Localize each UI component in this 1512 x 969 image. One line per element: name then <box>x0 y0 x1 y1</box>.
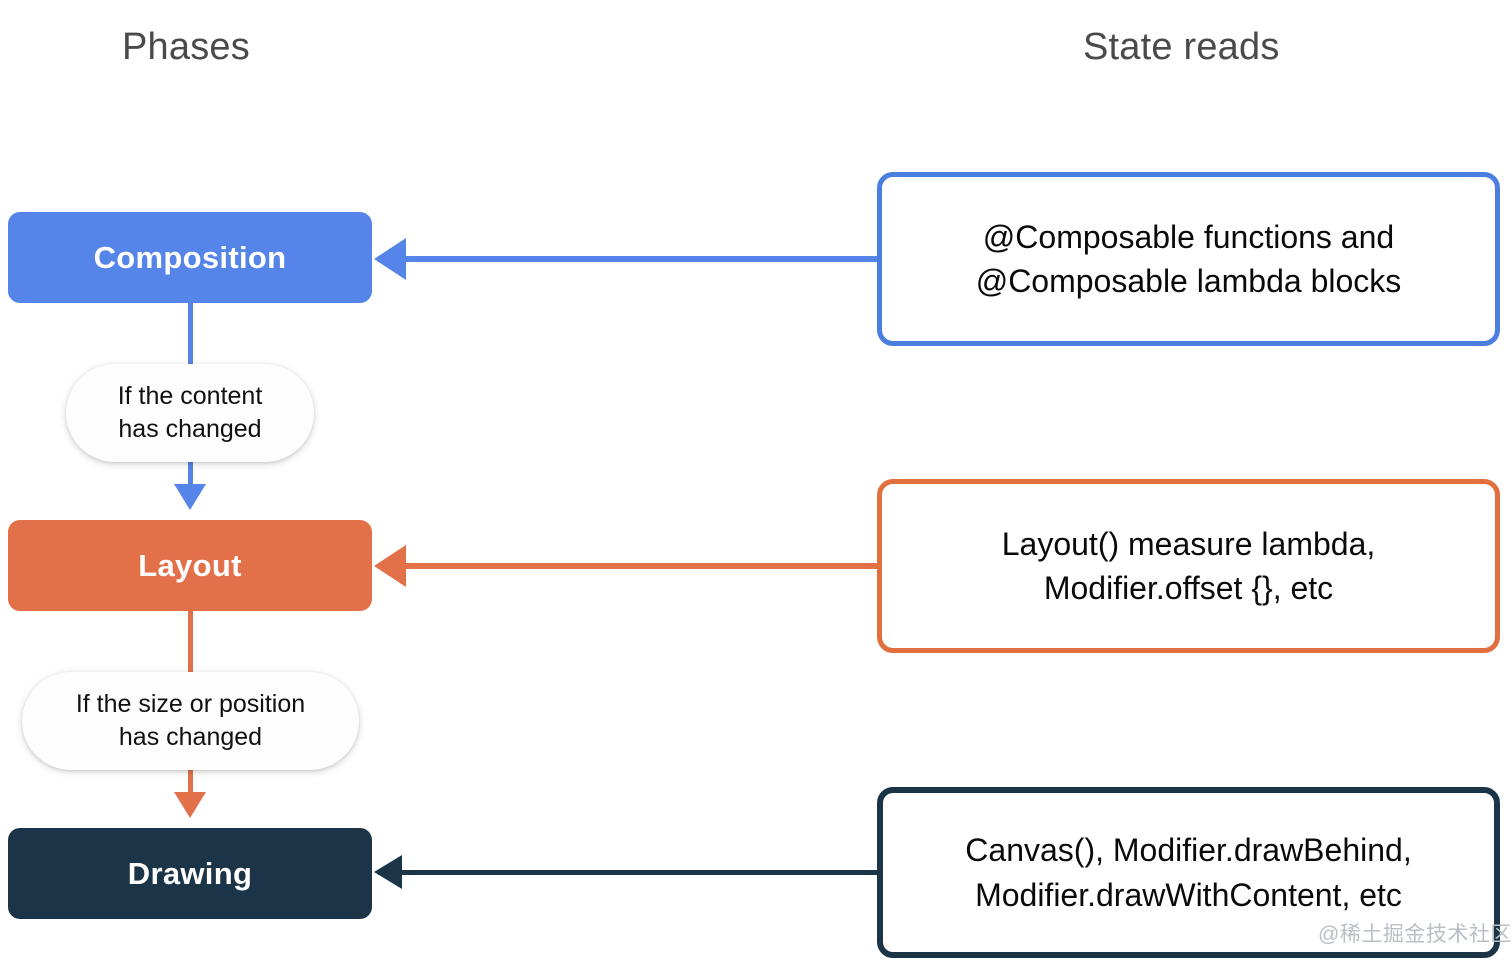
connector-drawing-reads-arrowhead <box>374 855 402 889</box>
state-read-box-composition[interactable]: @Composable functions and @Composable la… <box>877 172 1500 346</box>
state-read-box-drawing[interactable]: Canvas(), Modifier.drawBehind, Modifier.… <box>877 787 1500 958</box>
connector-composition-reads-line <box>378 256 878 262</box>
column-header-phases: Phases <box>122 26 250 68</box>
connector-composition-to-layout-arrowhead <box>174 484 206 510</box>
state-read-line-2: Modifier.offset {}, etc <box>1043 570 1334 606</box>
condition-line-2: has changed <box>118 415 262 443</box>
watermark-label: @稀土掘金技术社区 <box>1318 923 1512 946</box>
state-read-line-1: Canvas(), Modifier.drawBehind, <box>965 832 1412 869</box>
phase-box-drawing[interactable]: Drawing <box>8 828 372 919</box>
condition-line-2: has changed <box>118 723 263 751</box>
state-read-line-1: Layout() measure lambda, <box>1001 525 1376 562</box>
phase-box-composition[interactable]: Composition <box>8 212 372 303</box>
phase-box-layout[interactable]: Layout <box>8 520 372 611</box>
phase-label-composition: Composition <box>93 239 287 275</box>
connector-layout-reads-arrowhead <box>374 545 406 587</box>
column-header-state-reads: State reads <box>1083 26 1280 68</box>
condition-pill-text-content-changed: If the content has changed <box>118 380 263 446</box>
state-read-text-layout: Layout() measure lambda, Modifier.offset… <box>1002 522 1376 610</box>
state-read-line-2: @Composable lambda blocks <box>975 263 1402 299</box>
condition-line-1: If the content <box>117 382 263 410</box>
condition-pill-size-position-changed: If the size or position has changed <box>22 672 359 770</box>
condition-pill-text-size-position-changed: If the size or position has changed <box>76 688 305 754</box>
connector-layout-reads-line <box>378 563 878 569</box>
state-read-box-layout[interactable]: Layout() measure lambda, Modifier.offset… <box>877 479 1500 653</box>
connector-composition-reads-arrowhead <box>374 238 406 280</box>
state-read-text-composition: @Composable functions and @Composable la… <box>976 215 1402 303</box>
connector-layout-to-drawing-arrowhead <box>174 792 206 818</box>
connector-drawing-reads-line <box>378 870 878 875</box>
state-read-line-2: Modifier.drawWithContent, etc <box>975 876 1402 913</box>
phase-label-drawing: Drawing <box>127 855 253 891</box>
condition-pill-content-changed: If the content has changed <box>66 364 314 462</box>
state-read-line-1: @Composable functions and <box>982 218 1395 255</box>
state-read-text-drawing: Canvas(), Modifier.drawBehind, Modifier.… <box>965 828 1411 916</box>
condition-line-1: If the size or position <box>75 690 306 718</box>
phase-label-layout: Layout <box>138 547 242 583</box>
